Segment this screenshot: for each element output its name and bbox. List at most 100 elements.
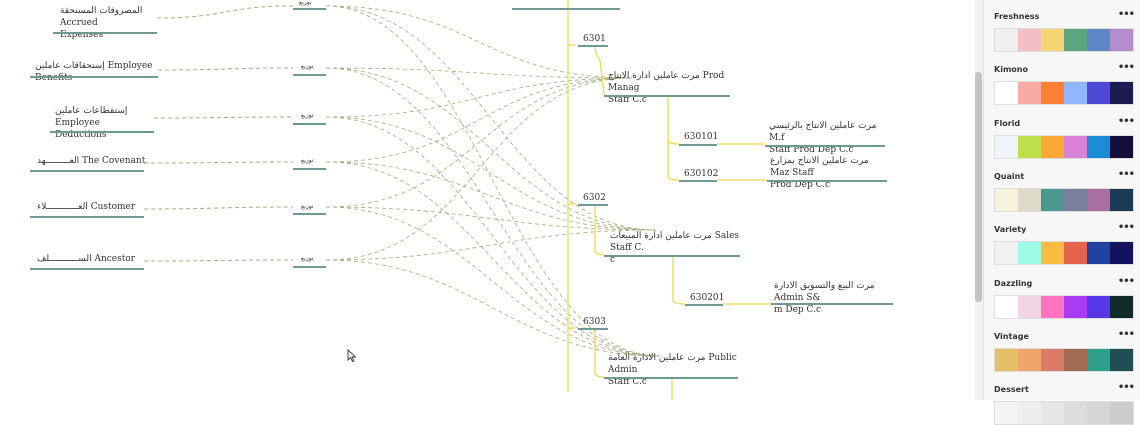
- theme-swatches[interactable]: [994, 401, 1134, 425]
- more-options-icon[interactable]: •••: [1117, 9, 1135, 20]
- group-code-label: 6302: [583, 193, 606, 203]
- group-name-line2: Staff C.c: [608, 95, 647, 105]
- more-options-icon[interactable]: •••: [1117, 169, 1135, 180]
- sub-node-mf-staff[interactable]: مرت عاملين الانتاج بالرئيسي M.f Staff Pr…: [769, 120, 887, 156]
- theme-swatches[interactable]: [994, 241, 1134, 265]
- color-swatch: [995, 82, 1018, 104]
- theme-name: Dessert: [994, 385, 1029, 394]
- group-node-sales-staff[interactable]: مرت عاملين ادارة المبيعات Sales Staff C.…: [610, 230, 740, 266]
- group-name-line2: c: [610, 255, 616, 265]
- color-swatch: [1041, 402, 1064, 424]
- group-code-label: 6303: [583, 317, 606, 327]
- source-label-line2: Expenses: [60, 30, 104, 40]
- more-options-icon[interactable]: •••: [1117, 62, 1135, 73]
- color-swatch: [1018, 29, 1041, 51]
- color-swatch: [1087, 349, 1110, 371]
- source-underline: [30, 268, 144, 270]
- distribute-node[interactable]: توزيع: [301, 61, 314, 73]
- canvas-scrollbar-thumb[interactable]: [975, 72, 982, 302]
- distribute-node[interactable]: توزيع: [301, 253, 314, 265]
- color-swatch: [1041, 296, 1064, 318]
- color-swatch: [995, 136, 1018, 158]
- color-swatch: [1110, 136, 1133, 158]
- source-underline: [30, 216, 144, 218]
- hierarchy-branch-line: [667, 140, 680, 181]
- distribute-underline: [293, 213, 326, 215]
- theme-name: Kimono: [994, 65, 1028, 74]
- theme-swatches[interactable]: [994, 295, 1134, 319]
- distribute-node[interactable]: توزيع: [301, 155, 314, 167]
- color-swatch: [1110, 349, 1133, 371]
- theme-swatches[interactable]: [994, 81, 1134, 105]
- source-distribute-connector: [156, 5, 294, 19]
- distribute-label: توزيع: [301, 203, 314, 210]
- distribute-node[interactable]: توزيع: [301, 201, 314, 213]
- theme-swatches[interactable]: [994, 188, 1134, 212]
- sub-code-630201[interactable]: 630201: [690, 292, 724, 304]
- more-options-icon[interactable]: •••: [1117, 276, 1135, 287]
- sub-node-maz-staff[interactable]: مرت عاملين الانتاج بمزارع Maz Staff Prod…: [770, 155, 888, 191]
- theme-name: Dazzling: [994, 279, 1033, 288]
- theme-swatches[interactable]: [994, 28, 1134, 52]
- color-swatch: [1018, 136, 1041, 158]
- theme-swatches[interactable]: [994, 135, 1134, 159]
- source-node-covenant[interactable]: العـــــــــهد The Covenant: [37, 155, 147, 167]
- color-swatch: [1087, 29, 1110, 51]
- distribute-target-connector: [325, 77, 633, 261]
- more-options-icon[interactable]: •••: [1117, 329, 1135, 340]
- distribute-node[interactable]: توزيع: [299, 0, 312, 9]
- color-swatch: [995, 189, 1018, 211]
- connection-lines: [143, 0, 771, 400]
- source-node-ancestor[interactable]: الســـــــــــلف Ancestor: [37, 253, 147, 265]
- distribute-target-connector: [325, 5, 633, 79]
- color-swatch: [1087, 242, 1110, 264]
- source-node-accrued-expenses[interactable]: المصروفات المستحقة Accrued Expenses: [60, 5, 160, 41]
- group-name-underline: [604, 95, 730, 97]
- sub-name-line1: مرت عاملين الانتاج بمزارع Maz Staff: [770, 156, 869, 178]
- color-swatch: [1018, 349, 1041, 371]
- source-node-employee-benefits[interactable]: إستحقاقات عاملين Employee Benefits: [35, 60, 160, 84]
- group-code-6302[interactable]: 6302: [583, 192, 606, 204]
- sub-name-line2: Staff Prod Dep C.c: [769, 145, 854, 155]
- group-code-6303[interactable]: 6303: [583, 316, 606, 328]
- source-label-line1: العــــــــــــلاء Customer: [37, 202, 136, 212]
- color-swatch: [1018, 296, 1041, 318]
- group-name-line2: Staff C.c: [608, 377, 647, 387]
- sub-node-admin-sm[interactable]: مرت البيع والتسويق الادارة Admin S& m De…: [774, 280, 894, 316]
- source-label-line1: المصروفات المستحقة Accrued: [60, 6, 143, 28]
- color-swatch: [1087, 402, 1110, 424]
- mouse-pointer-icon: [347, 349, 357, 363]
- distribute-target-connector: [325, 161, 657, 231]
- color-swatch: [1018, 189, 1041, 211]
- source-label-line1: الســـــــــــلف Ancestor: [37, 254, 136, 264]
- source-distribute-connector: [153, 116, 294, 119]
- color-swatch: [1041, 189, 1064, 211]
- distribute-target-connector: [325, 161, 661, 357]
- group-node-prod-manag[interactable]: مرت عاملين ادارة الانتاج Prod Manag Staf…: [608, 70, 733, 106]
- distribute-node[interactable]: توزيع: [301, 110, 314, 122]
- distribute-target-connector: [325, 259, 661, 357]
- hierarchy-branch-line: [594, 204, 605, 256]
- color-swatch: [1018, 242, 1041, 264]
- distribute-underline: [293, 74, 326, 76]
- sub-code-630101[interactable]: 630101: [684, 131, 718, 143]
- sub-code-underline: [685, 304, 723, 306]
- sub-code-630102[interactable]: 630102: [684, 168, 718, 180]
- group-name-line1: مرت عاملين ادارة المبيعات Sales Staff C.: [610, 231, 740, 253]
- theme-name: Freshness: [994, 12, 1040, 21]
- more-options-icon[interactable]: •••: [1117, 382, 1135, 393]
- color-swatch: [995, 402, 1018, 424]
- theme-swatches[interactable]: [994, 348, 1134, 372]
- source-node-employee-deductions[interactable]: إستقطاعات عاملين Employee Deductions: [55, 105, 155, 141]
- group-node-public-admin[interactable]: مرت عاملين الادارة العامة Public Admin S…: [608, 352, 738, 388]
- more-options-icon[interactable]: •••: [1117, 222, 1135, 233]
- theme-name: Variety: [994, 225, 1027, 234]
- source-underline: [53, 32, 157, 34]
- more-options-icon[interactable]: •••: [1117, 116, 1135, 127]
- distribute-label: توزيع: [301, 157, 314, 164]
- hierarchy-branch-line: [672, 255, 686, 305]
- source-node-customer[interactable]: العــــــــــــلاء Customer: [37, 201, 147, 213]
- group-code-6301[interactable]: 6301: [583, 33, 606, 45]
- diagram-canvas[interactable]: المصروفات المستحقة Accrued Expenses إستح…: [0, 0, 975, 400]
- source-distribute-connector: [143, 161, 294, 164]
